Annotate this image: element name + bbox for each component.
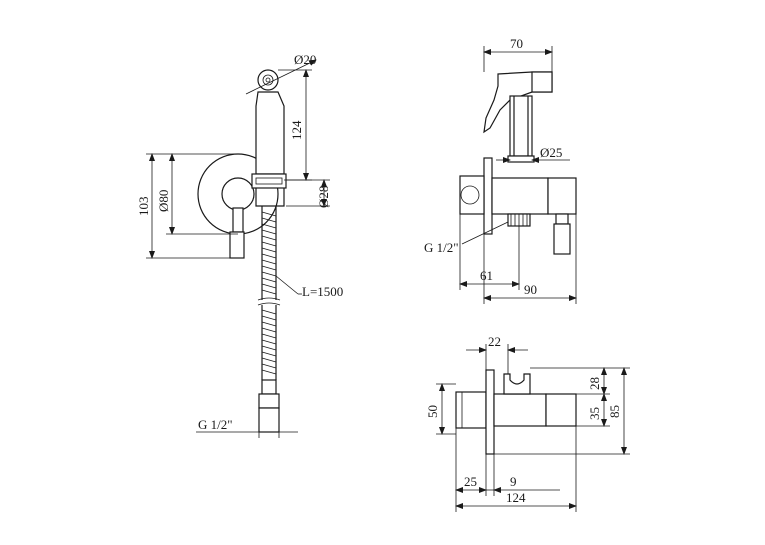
spray-head bbox=[257, 69, 279, 91]
holder-bracket bbox=[251, 173, 287, 189]
dim-85-label: 85 bbox=[607, 405, 622, 418]
handle-side bbox=[547, 177, 577, 215]
dim-9: 9 bbox=[486, 454, 560, 496]
spray-head-inner bbox=[262, 74, 274, 86]
dim-50: 50 bbox=[425, 383, 456, 435]
dim-28-label: 28 bbox=[587, 377, 602, 390]
dim-28: 28 bbox=[530, 367, 610, 395]
dim-22: 22 bbox=[466, 334, 528, 374]
wall-nut bbox=[459, 175, 485, 215]
valve-body-side bbox=[491, 177, 549, 215]
valve-body bbox=[221, 177, 255, 211]
dim-124-bottom: 124 bbox=[455, 426, 577, 512]
valve-body-top bbox=[493, 393, 547, 427]
dim-left-thread-label: G 1/2" bbox=[198, 417, 233, 432]
handshower-body bbox=[255, 91, 285, 175]
right-top-view: 70 Ø25 G 1/2" 61 90 bbox=[424, 36, 577, 304]
hose-lower bbox=[261, 305, 277, 380]
hose-fitting bbox=[261, 379, 277, 395]
dim-61: 61 bbox=[459, 214, 520, 290]
dim-22-label: 22 bbox=[488, 334, 501, 349]
dim-61-label: 61 bbox=[480, 268, 493, 283]
dim-hose-length-label: L=1500 bbox=[302, 284, 343, 299]
dim-35-label: 35 bbox=[587, 407, 602, 420]
dim-right-thread: G 1/2" bbox=[424, 221, 509, 255]
dim-70: 70 bbox=[483, 36, 553, 72]
left-view: Ø20 124 Ø28 Ø80 103 bbox=[136, 52, 343, 438]
dim-dia-20-label: Ø20 bbox=[294, 52, 316, 67]
dim-103: 103 bbox=[136, 153, 240, 259]
wall-plate-top bbox=[485, 369, 495, 455]
dim-25: 25 bbox=[455, 428, 487, 512]
dim-dia-80-label: Ø80 bbox=[156, 190, 171, 212]
dim-103-label: 103 bbox=[136, 197, 151, 217]
dim-35: 35 bbox=[576, 393, 610, 427]
dim-dia-28-label: Ø28 bbox=[316, 186, 331, 208]
valve-handle bbox=[232, 207, 244, 233]
dim-70-label: 70 bbox=[510, 36, 523, 51]
dim-hose-length: L=1500 bbox=[275, 275, 343, 299]
dim-dia-25: Ø25 bbox=[496, 145, 570, 163]
dim-dia-80: Ø80 bbox=[156, 153, 238, 235]
dim-dia-20: Ø20 bbox=[245, 52, 317, 95]
wall-nut-top bbox=[455, 391, 487, 429]
dim-9-label: 9 bbox=[510, 474, 517, 489]
valve-handle-cap bbox=[229, 231, 245, 259]
dim-124-bottom-label: 124 bbox=[506, 490, 526, 505]
hose-upper bbox=[261, 206, 277, 300]
dim-90-label: 90 bbox=[524, 282, 537, 297]
dim-dia-25-label: Ø25 bbox=[540, 145, 562, 160]
dim-left-thread: G 1/2" bbox=[196, 417, 298, 438]
dim-85: 85 bbox=[494, 367, 630, 455]
dim-90: 90 bbox=[483, 214, 577, 304]
wall-plate bbox=[483, 157, 493, 235]
stem bbox=[509, 95, 533, 157]
holder-clip bbox=[503, 373, 531, 395]
dim-124-label: 124 bbox=[289, 120, 304, 140]
dim-right-thread-label: G 1/2" bbox=[424, 240, 459, 255]
dim-25-label: 25 bbox=[464, 474, 477, 489]
handle-top bbox=[545, 393, 577, 427]
right-bottom-view: 22 28 35 85 50 bbox=[425, 334, 630, 512]
dim-50-label: 50 bbox=[425, 405, 440, 418]
dim-dia-28: Ø28 bbox=[286, 179, 331, 208]
